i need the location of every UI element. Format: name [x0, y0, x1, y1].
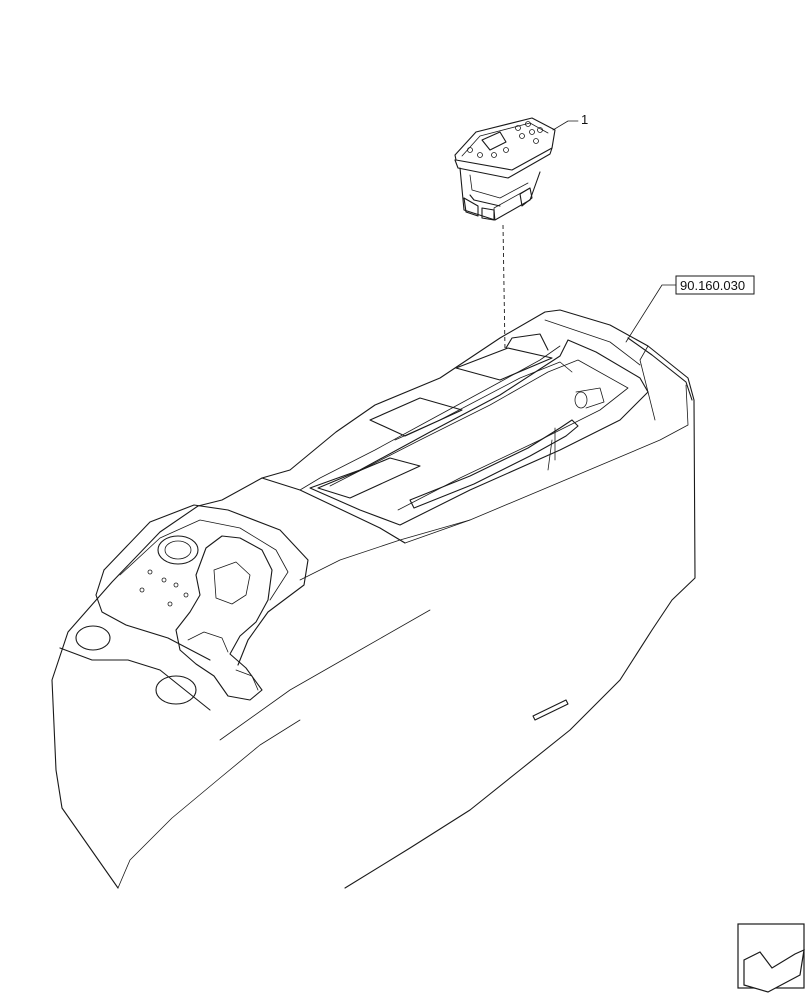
callout-part-1[interactable]: 1 — [552, 112, 588, 131]
arrow-forward-icon[interactable] — [737, 923, 805, 993]
reference-code-label: 90.160.030 — [680, 278, 745, 293]
reference-callout[interactable]: 90.160.030 — [625, 275, 755, 343]
switch-part — [454, 117, 556, 221]
console-assembly — [51, 309, 696, 889]
assembly-line — [502, 224, 506, 351]
part-number-label: 1 — [581, 112, 588, 127]
